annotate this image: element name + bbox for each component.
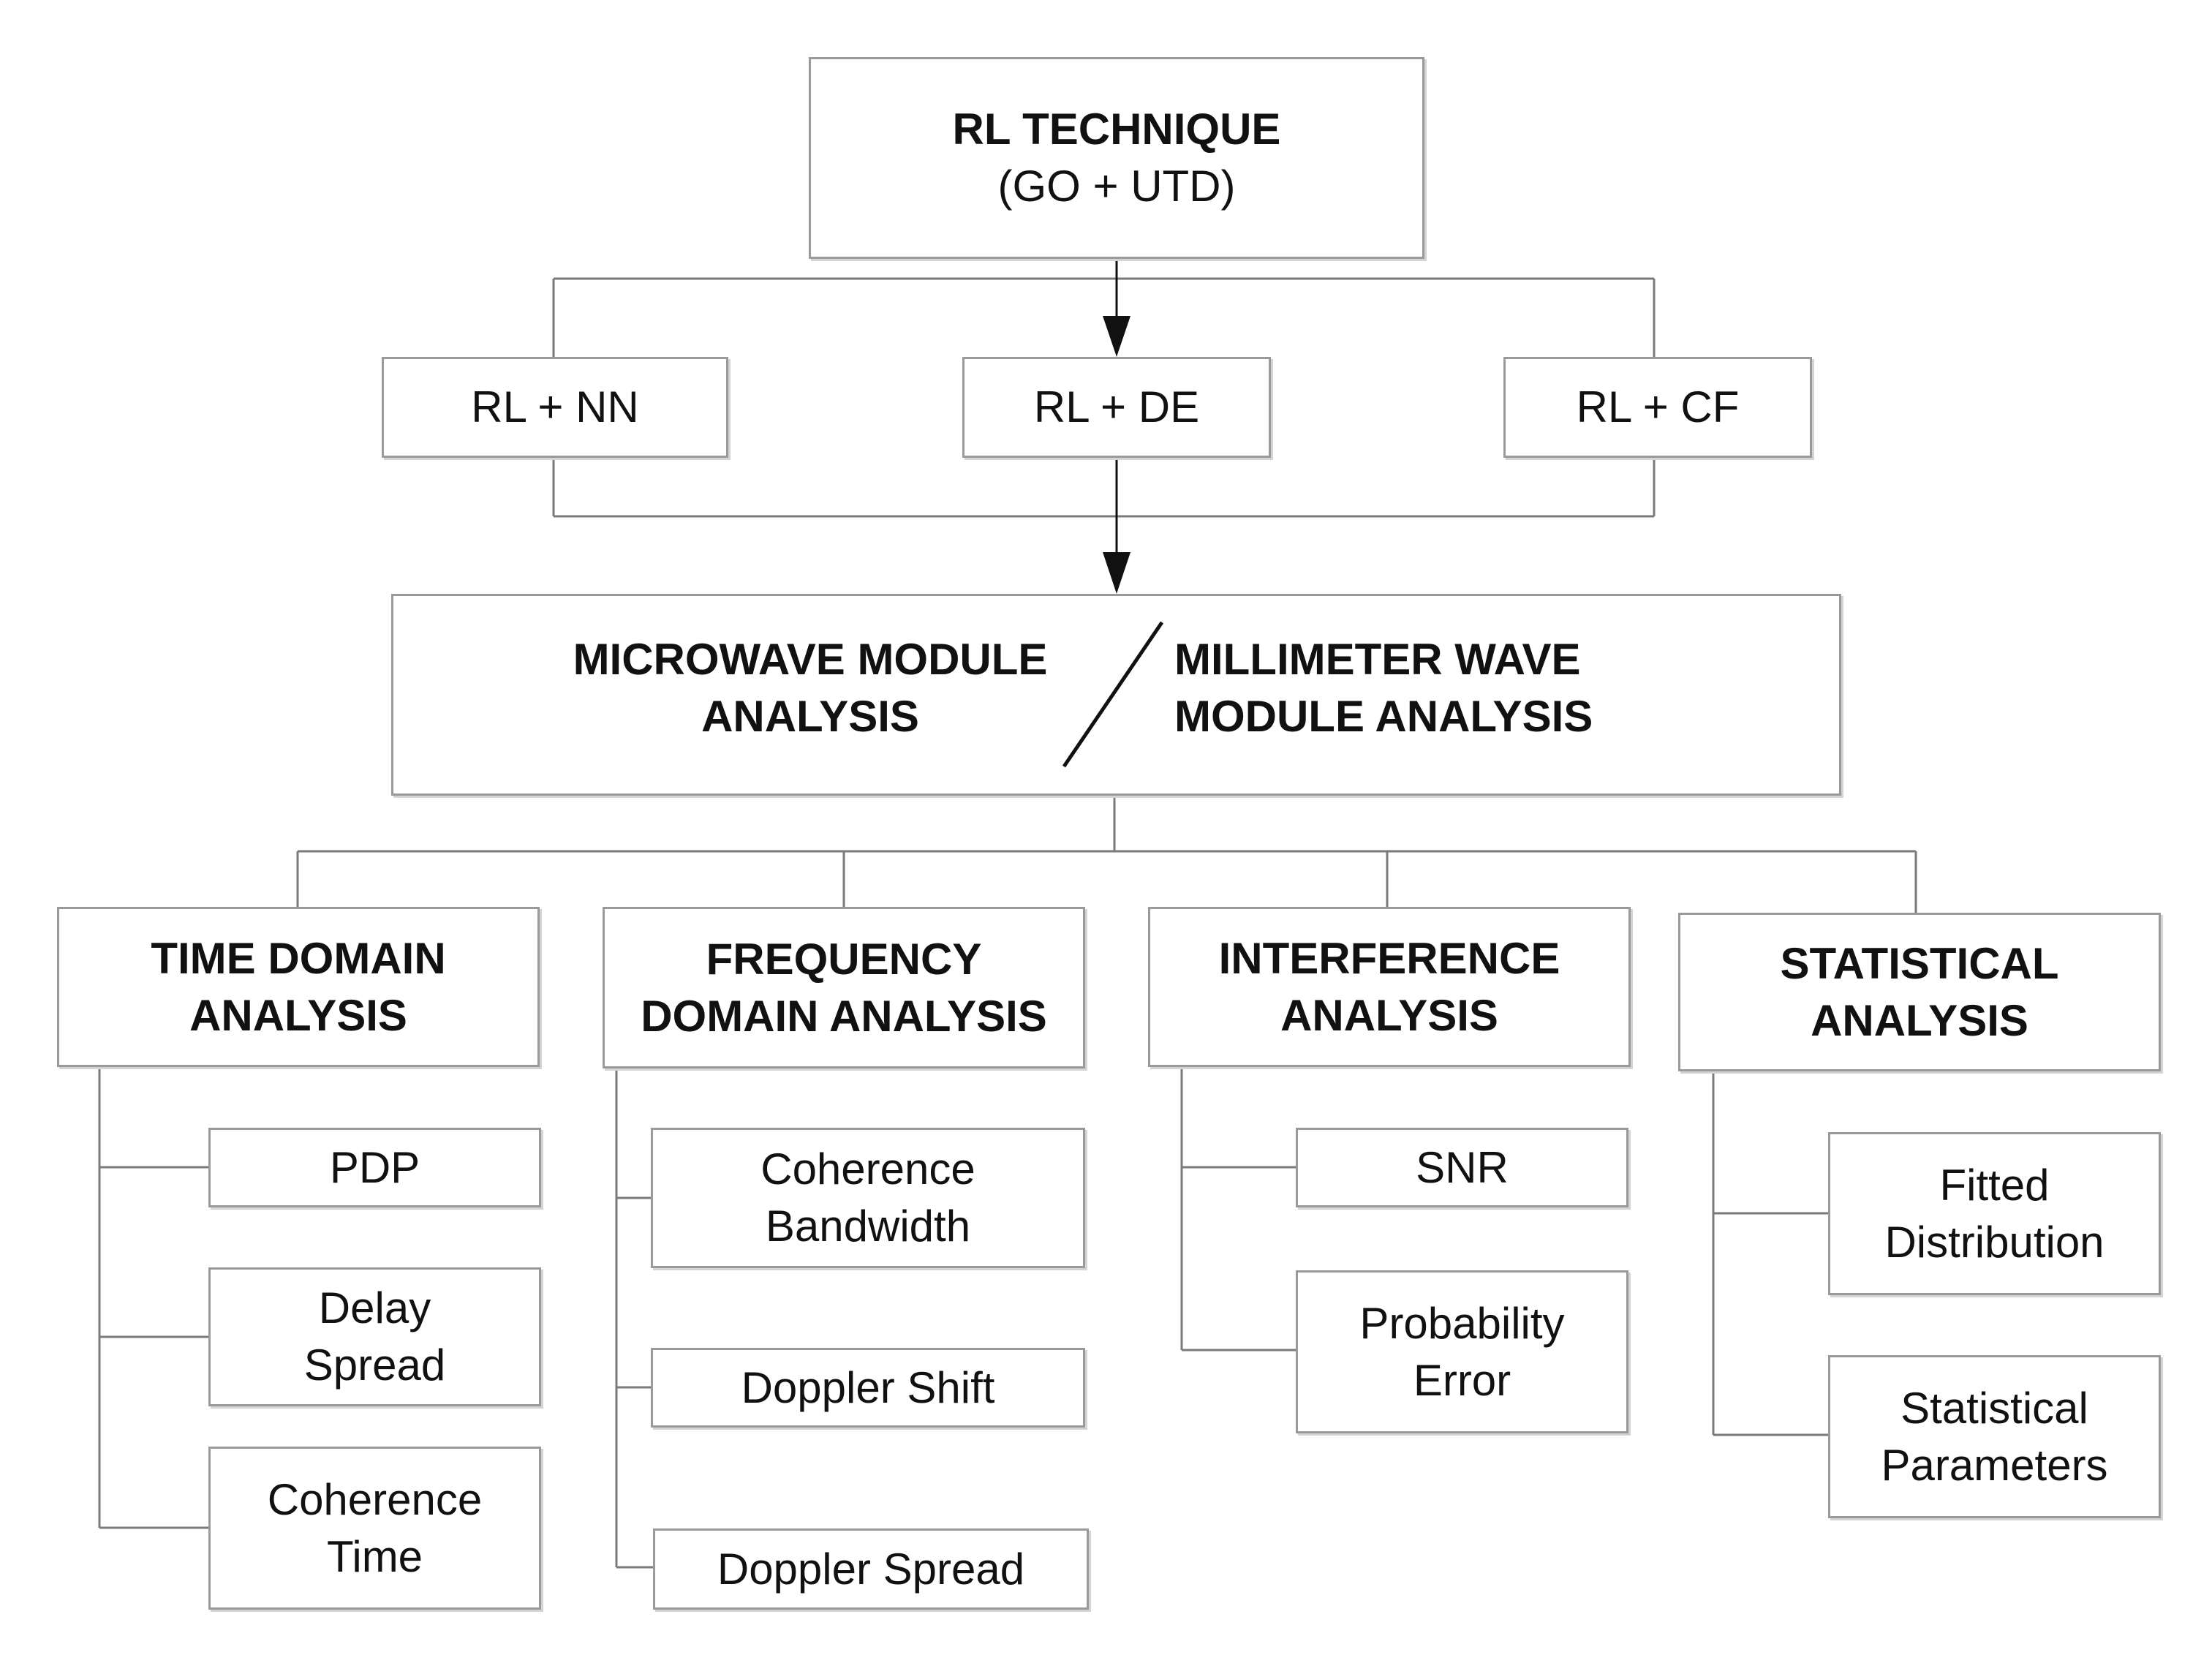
arrow-head-top — [1103, 316, 1130, 357]
item-box-probability-error: Probability Error — [1296, 1270, 1628, 1433]
method-box-rl-de: RL + DE — [962, 357, 1271, 458]
method-label: RL + CF — [1576, 382, 1740, 431]
item-box-statistical-parameters: Statistical Parameters — [1828, 1355, 2161, 1518]
slash-divider — [1062, 621, 1164, 768]
item-box-snr: SNR — [1296, 1128, 1628, 1207]
frequency-domain-analysis-box: FREQUENCY DOMAIN ANALYSIS — [603, 907, 1085, 1068]
method-label: RL + DE — [1033, 382, 1200, 431]
item-box-pdp: PDP — [208, 1128, 541, 1207]
time-domain-analysis-box: TIME DOMAIN ANALYSIS — [57, 907, 540, 1067]
statistical-analysis-box: STATISTICAL ANALYSIS — [1678, 913, 2161, 1071]
item-box-coherence-bandwidth: Coherence Bandwidth — [651, 1128, 1085, 1268]
item-box-doppler-spread: Doppler Spread — [653, 1528, 1089, 1610]
interference-analysis-box: INTERFERENCE ANALYSIS — [1148, 907, 1631, 1067]
method-box-rl-nn: RL + NN — [382, 357, 728, 458]
module-analysis-box: MICROWAVE MODULE ANALYSIS MILLIMETER WAV… — [391, 594, 1841, 796]
item-box-fitted-distribution: Fitted Distribution — [1828, 1132, 2161, 1295]
item-box-coherence-time: Coherence Time — [208, 1447, 541, 1610]
method-label: RL + NN — [471, 382, 639, 431]
item-box-doppler-shift: Doppler Shift — [651, 1348, 1085, 1428]
rl-technique-subtitle: (GO + UTD) — [997, 162, 1236, 211]
microwave-module-label: MICROWAVE MODULE ANALYSIS — [573, 635, 1048, 741]
millimeter-wave-module-label: MILLIMETER WAVE MODULE ANALYSIS — [1174, 635, 1593, 741]
arrow-head-middle — [1103, 552, 1130, 594]
rl-technique-box: RL TECHNIQUE (GO + UTD) — [809, 57, 1424, 259]
rl-technique-title: RL TECHNIQUE — [952, 105, 1281, 154]
method-box-rl-cf: RL + CF — [1503, 357, 1812, 458]
item-box-delay-spread: Delay Spread — [208, 1267, 541, 1406]
